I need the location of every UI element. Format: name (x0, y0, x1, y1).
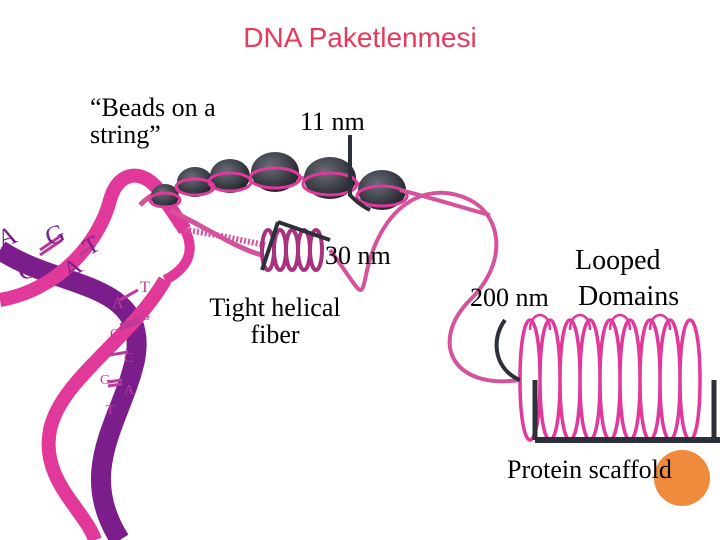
base-letter: T (140, 279, 150, 296)
base-letter: A (0, 220, 21, 254)
base-letter: C (110, 327, 119, 342)
pointer-200nm (494, 318, 521, 382)
page-title: DNA Paketlenmesi (243, 22, 477, 53)
pointer-11nm (348, 135, 371, 212)
chromatin-fiber (168, 188, 521, 384)
dna-double-helix (0, 168, 195, 540)
base-letter: C (124, 351, 133, 366)
looped-label-line1: Looped (575, 245, 661, 276)
beads-label-line1: “Beads on a (90, 93, 216, 122)
base-letter: A (112, 295, 124, 312)
fiber-label-line2: fiber (250, 320, 300, 350)
base-letter: G (140, 309, 150, 324)
label-200nm: 200 nm (470, 283, 549, 312)
looped-label-line2: Domains (578, 281, 680, 312)
base-letter: G (100, 373, 110, 388)
fiber-label-line1: Tight helical (209, 293, 341, 322)
nucleosome-string (148, 152, 409, 210)
fiber-label: Tight helical fiber (195, 294, 355, 349)
scaffold-highlight-dot (654, 450, 710, 506)
beads-label-line2: string” (90, 120, 161, 150)
base-letter: A (124, 383, 135, 398)
beads-label: “Beads on a string” (90, 94, 216, 149)
looped-domains (518, 313, 702, 442)
scaffold-label: Protein scaffold (507, 455, 672, 484)
label-30nm: 30 nm (325, 241, 391, 270)
label-11nm: 11 nm (300, 107, 365, 136)
base-letter: T (106, 403, 115, 418)
